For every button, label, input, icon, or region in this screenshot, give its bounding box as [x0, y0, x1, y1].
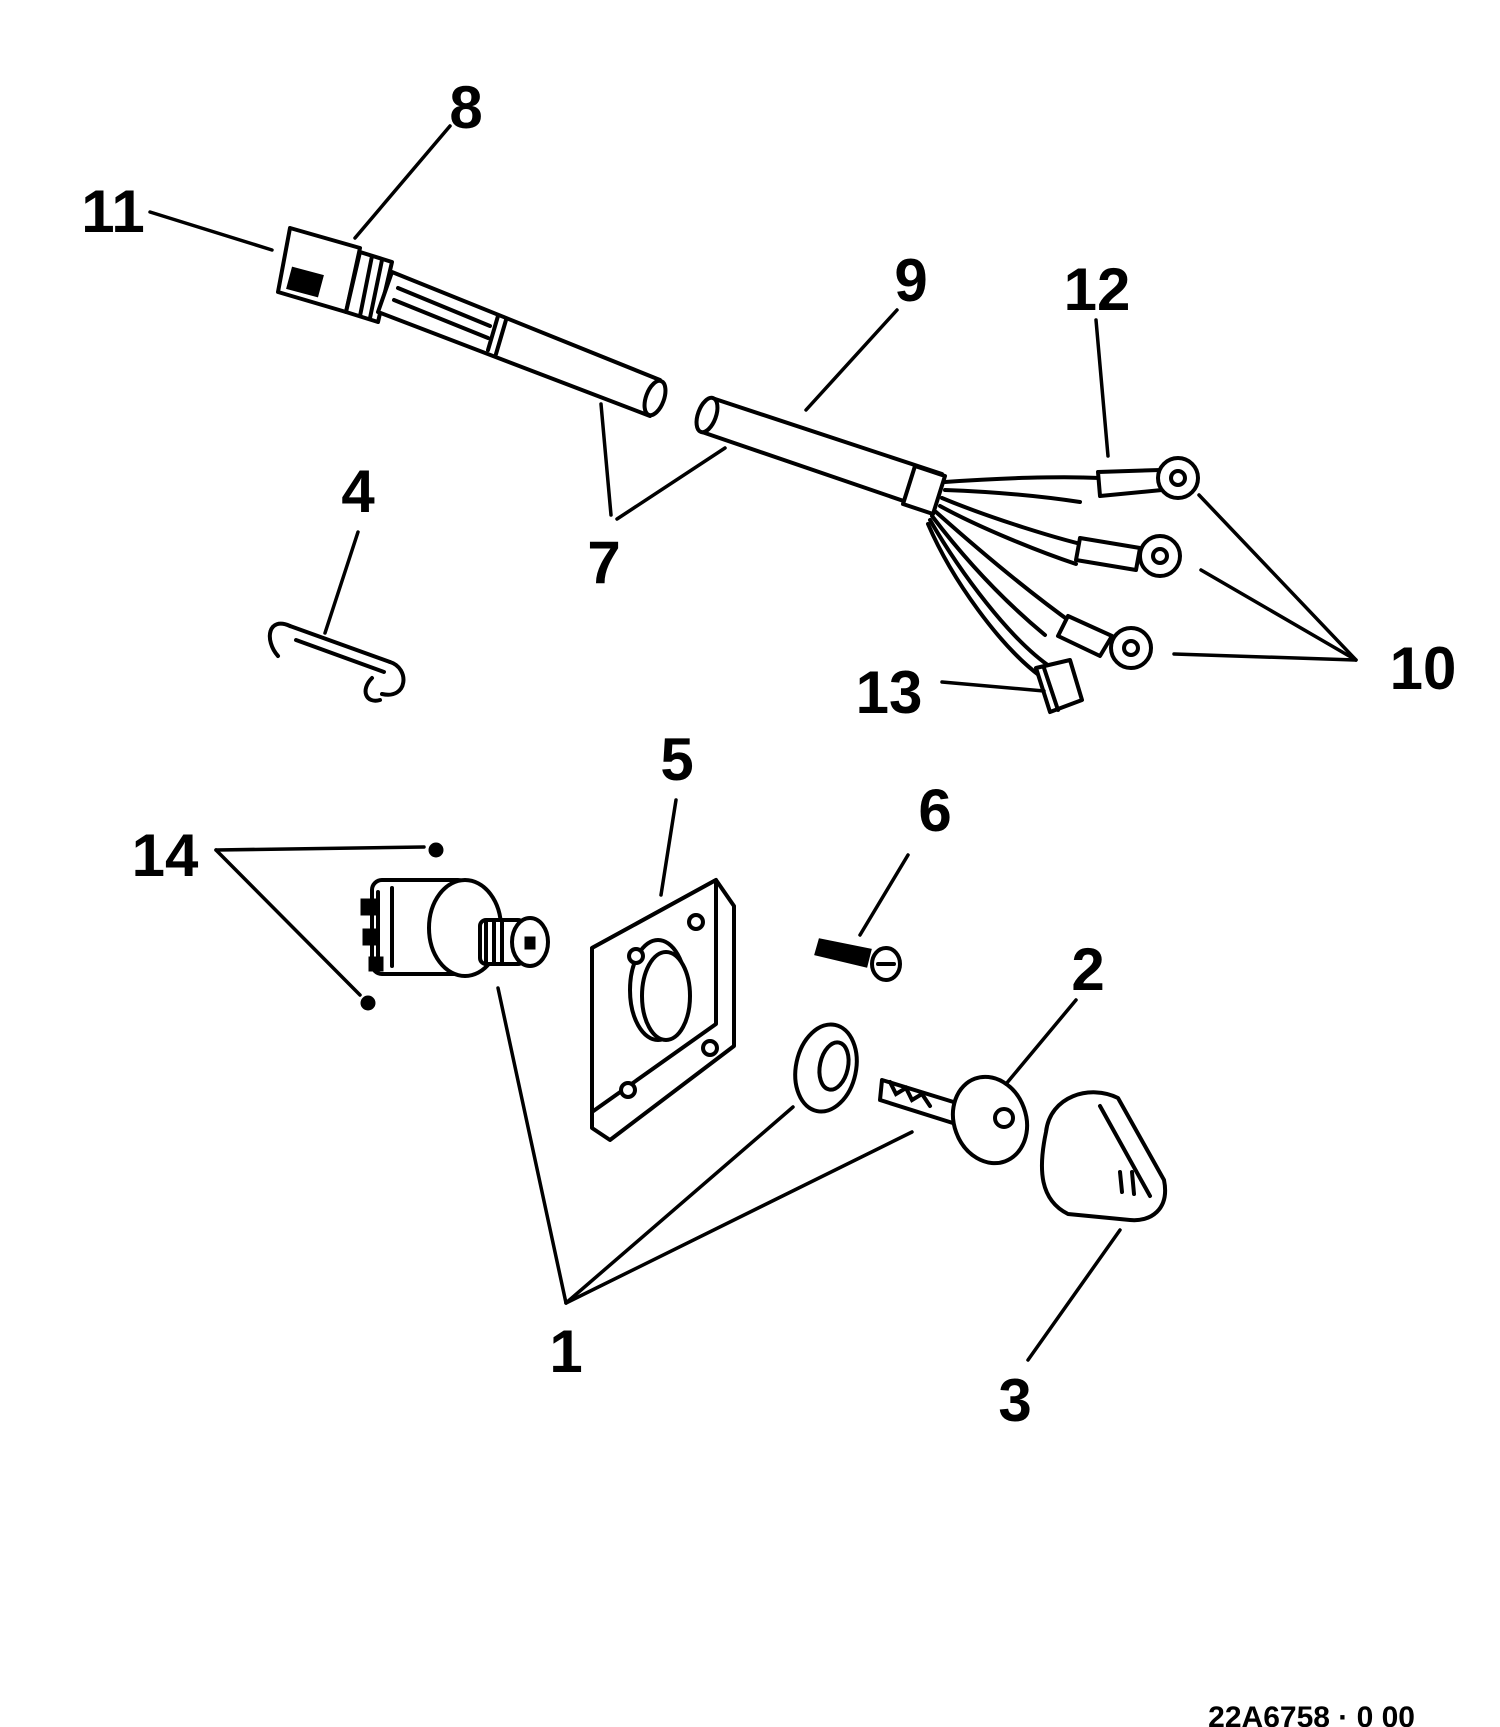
- retainer-clip: [268, 621, 406, 703]
- callout-13: 13: [856, 659, 923, 726]
- leader-lines: [148, 124, 1358, 1362]
- callout-9: 9: [894, 247, 927, 314]
- terminal-screw-bottom: [360, 995, 376, 1011]
- callout-14: 14: [132, 822, 199, 889]
- callout-7: 7: [587, 529, 620, 596]
- callout-12: 12: [1064, 256, 1131, 323]
- callout-labels: 1 2 3 4 5 6 7 8 9 10 11 12 13 14: [81, 74, 1456, 1434]
- ring-terminal-top: [1096, 456, 1200, 500]
- cable-leads: [926, 456, 1200, 714]
- cable-lower-segment: [694, 395, 947, 516]
- figure-reference: 22A6758 · 0 00: [1208, 1701, 1415, 1727]
- callout-1: 1: [549, 1318, 582, 1385]
- callout-5: 5: [660, 726, 693, 793]
- callout-2: 2: [1071, 936, 1104, 1003]
- ignition-key: [878, 1074, 1030, 1166]
- cable-upper-segment: [376, 270, 668, 418]
- callout-3: 3: [998, 1367, 1031, 1434]
- ring-terminal-middle: [1074, 534, 1182, 578]
- mounting-plate: [590, 878, 736, 1142]
- hex-nut: [793, 1022, 859, 1114]
- terminal-screw-top: [428, 842, 444, 858]
- connector-plug: [276, 226, 394, 324]
- callout-11: 11: [81, 178, 144, 245]
- bullet-connector: [1034, 658, 1084, 714]
- key-cap: [1040, 1090, 1168, 1223]
- ring-terminal-bottom: [1056, 614, 1153, 670]
- callout-10: 10: [1390, 635, 1457, 702]
- callout-4: 4: [341, 458, 375, 525]
- mounting-screw: [814, 938, 902, 982]
- ignition-switch: [360, 878, 550, 978]
- callout-8: 8: [449, 74, 482, 141]
- callout-6: 6: [918, 777, 951, 844]
